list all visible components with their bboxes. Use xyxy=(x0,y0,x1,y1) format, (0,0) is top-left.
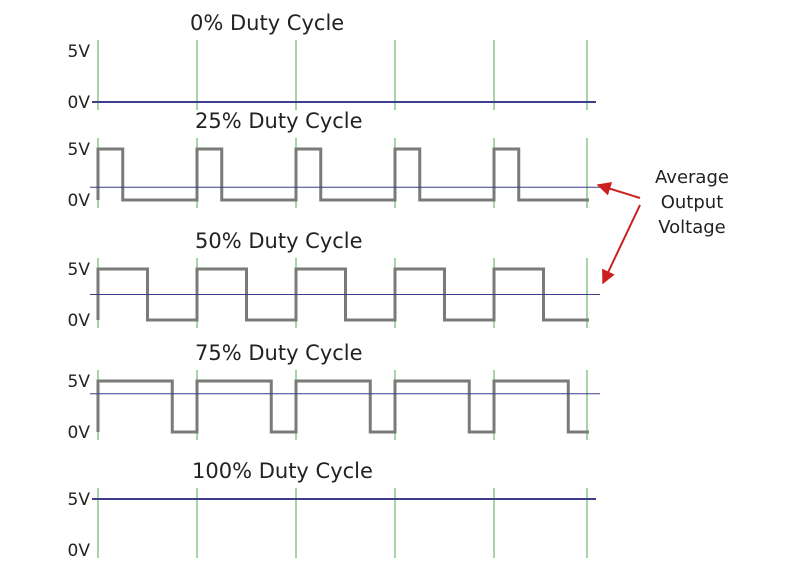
label-0v: 0V xyxy=(68,311,91,331)
pwm-square-wave xyxy=(96,379,589,434)
panel-0-percent: 0% Duty Cycle 5V 0V xyxy=(68,11,596,113)
pwm-square-wave xyxy=(96,147,589,202)
panel-title: 75% Duty Cycle xyxy=(195,341,363,365)
annotation-line-2: Output xyxy=(661,192,724,213)
label-5v: 5V xyxy=(68,490,91,510)
label-0v: 0V xyxy=(68,541,91,561)
arrow-to-50-percent-average xyxy=(602,204,641,285)
panel-title: 100% Duty Cycle xyxy=(192,459,373,483)
annotation-line-3: Voltage xyxy=(658,217,726,238)
label-0v: 0V xyxy=(68,191,91,211)
label-5v: 5V xyxy=(68,372,91,392)
annotation-line-1: Average xyxy=(655,167,729,188)
label-5v: 5V xyxy=(68,42,91,62)
panel-75-percent: 75% Duty Cycle 5V 0V xyxy=(68,341,600,443)
panel-25-percent: 25% Duty Cycle 5V 0V xyxy=(68,109,600,211)
label-5v: 5V xyxy=(68,140,91,160)
pwm-square-wave xyxy=(96,267,589,322)
panel-title: 0% Duty Cycle xyxy=(190,11,344,35)
panel-title: 50% Duty Cycle xyxy=(195,229,363,253)
arrow-to-25-percent-average xyxy=(596,182,641,199)
label-5v: 5V xyxy=(68,260,91,280)
label-0v: 0V xyxy=(68,423,91,443)
label-0v: 0V xyxy=(68,93,91,113)
panel-title: 25% Duty Cycle xyxy=(195,109,363,133)
average-voltage-annotation: Average Output Voltage xyxy=(596,167,729,285)
panel-50-percent: 50% Duty Cycle 5V 0V xyxy=(68,229,600,331)
panel-100-percent: 100% Duty Cycle 5V 0V xyxy=(68,459,596,561)
